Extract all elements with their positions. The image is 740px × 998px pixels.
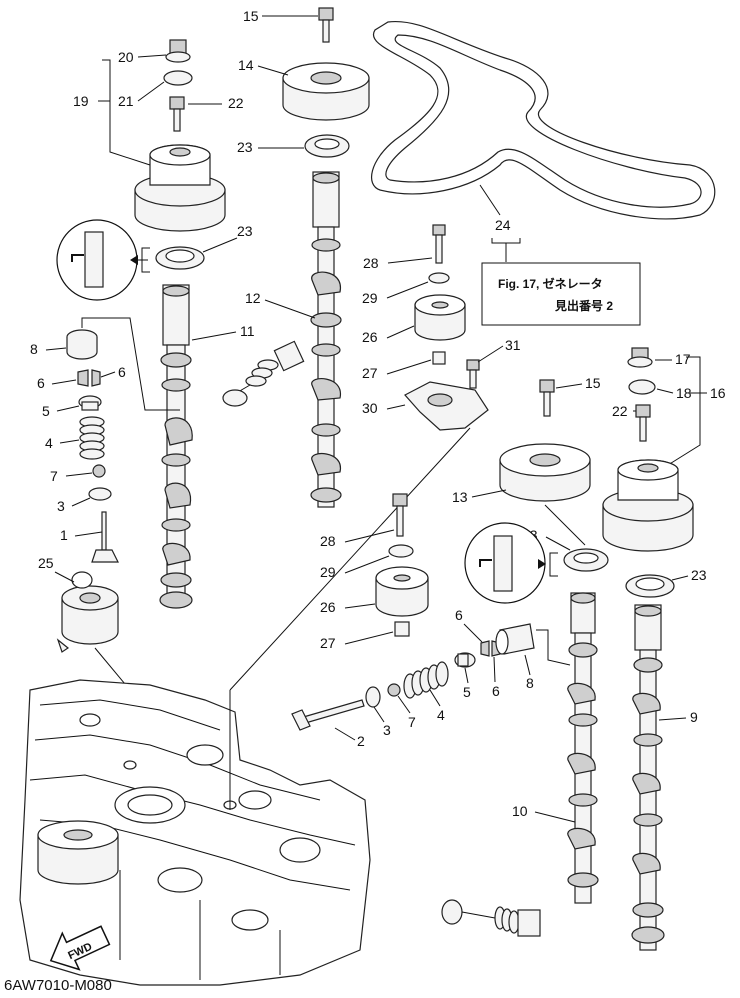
retainer-5a — [78, 395, 102, 411]
stem-seal-7a — [92, 464, 106, 478]
valve-2 — [291, 699, 365, 731]
callout-5a: 5 — [42, 403, 50, 419]
callout-7b: 7 — [408, 714, 416, 730]
callout-19: 19 — [73, 93, 89, 109]
callout-26b: 26 — [320, 599, 336, 615]
callout-21: 21 — [118, 93, 134, 109]
bolt-22a — [169, 96, 185, 132]
valve-group-center — [222, 340, 305, 407]
callout-18: 18 — [676, 385, 692, 401]
callout-15b: 15 — [585, 375, 601, 391]
spring-4a — [79, 416, 105, 460]
camshaft-12 — [310, 171, 342, 508]
camshaft-pulley-right — [602, 459, 694, 552]
washer-29a — [428, 272, 450, 284]
callout-27a: 27 — [362, 365, 378, 381]
idler-26b — [375, 566, 429, 617]
detail-circle-right — [464, 522, 558, 604]
callout-1: 1 — [60, 527, 68, 543]
bolt-15b — [539, 379, 555, 417]
callout-7a: 7 — [50, 468, 58, 484]
callout-22a: 22 — [228, 95, 244, 111]
callout-16: 16 — [710, 385, 726, 401]
callout-29a: 29 — [362, 290, 378, 306]
camshaft-10 — [567, 592, 599, 904]
bracket-30 — [404, 381, 489, 431]
callout-30: 30 — [362, 400, 378, 416]
stem-seal-7b — [387, 683, 401, 697]
callout-3a: 3 — [57, 498, 65, 514]
washer-18 — [628, 379, 656, 395]
bolt-28a — [432, 224, 446, 264]
diagram-code: 6AW7010-M080 — [4, 977, 112, 994]
callout-6b: 6 — [118, 364, 126, 380]
callout-4a: 4 — [45, 435, 53, 451]
callout-9: 9 — [690, 709, 698, 725]
washer-3b — [365, 686, 381, 708]
spring-4b — [403, 661, 449, 699]
callout-23b: 23 — [237, 139, 253, 155]
detail-circle-left — [56, 219, 150, 301]
tappet-8b — [495, 623, 535, 655]
callout-17: 17 — [675, 351, 691, 367]
callout-13: 13 — [452, 489, 468, 505]
timing-belt — [371, 20, 716, 220]
camshaft-11 — [159, 284, 193, 609]
washer-3a — [88, 487, 112, 501]
bolt-31 — [466, 359, 480, 389]
pulley-bolt-20 — [165, 39, 191, 63]
bolt-28b — [392, 493, 408, 537]
callout-6c: 6 — [455, 607, 463, 623]
tensioner-25 — [56, 571, 119, 653]
callout-23d: 23 — [691, 567, 707, 583]
callout-27b: 27 — [320, 635, 336, 651]
tappet-8a — [66, 329, 98, 360]
callout-2: 2 — [357, 733, 365, 749]
callout-11: 11 — [240, 323, 255, 339]
callout-14: 14 — [238, 57, 254, 73]
callout-20: 20 — [118, 49, 134, 65]
washer-21 — [163, 70, 193, 86]
bolt-15a — [318, 7, 334, 43]
camshaft-pulley-14 — [282, 62, 370, 121]
callout-4b: 4 — [437, 707, 445, 723]
callout-12: 12 — [245, 290, 261, 306]
washer-29b — [388, 544, 414, 558]
pulley-bolt-17 — [627, 347, 653, 368]
callout-22b: 22 — [612, 403, 628, 419]
keeper-6a — [77, 369, 101, 387]
callout-31: 31 — [505, 337, 521, 353]
callout-6a: 6 — [37, 375, 45, 391]
callout-28b: 28 — [320, 533, 336, 549]
reference-line-2: 見出番号 2 — [554, 298, 613, 313]
callout-3b: 3 — [383, 722, 391, 738]
callout-8a: 8 — [30, 341, 38, 357]
callout-5b: 5 — [463, 684, 471, 700]
crankshaft-pulley — [37, 820, 119, 885]
camshaft-pulley-left — [134, 144, 226, 232]
callout-8b: 8 — [526, 675, 534, 691]
reference-box: Fig. 17, ゼネレータ 見出番号 2 — [481, 262, 641, 326]
cylinder-head — [19, 679, 371, 986]
valve-group-lower — [441, 899, 541, 937]
idler-26a — [414, 294, 466, 341]
collar-27a — [432, 351, 446, 365]
valve-1 — [91, 511, 119, 563]
callout-24: 24 — [495, 217, 511, 233]
callout-25: 25 — [38, 555, 54, 571]
callout-10: 10 — [512, 803, 528, 819]
collar-27b — [394, 621, 410, 637]
camshaft-pulley-13 — [499, 443, 591, 502]
retainer-5b — [454, 652, 476, 668]
callout-28a: 28 — [363, 255, 379, 271]
callout-29b: 29 — [320, 564, 336, 580]
camshaft-9 — [631, 604, 665, 951]
bolt-22b — [635, 404, 651, 442]
callout-6d: 6 — [492, 683, 500, 699]
callout-15a: 15 — [243, 8, 259, 24]
callout-26a: 26 — [362, 329, 378, 345]
reference-line-1: Fig. 17, ゼネレータ — [498, 276, 603, 291]
callout-23a: 23 — [237, 223, 253, 239]
